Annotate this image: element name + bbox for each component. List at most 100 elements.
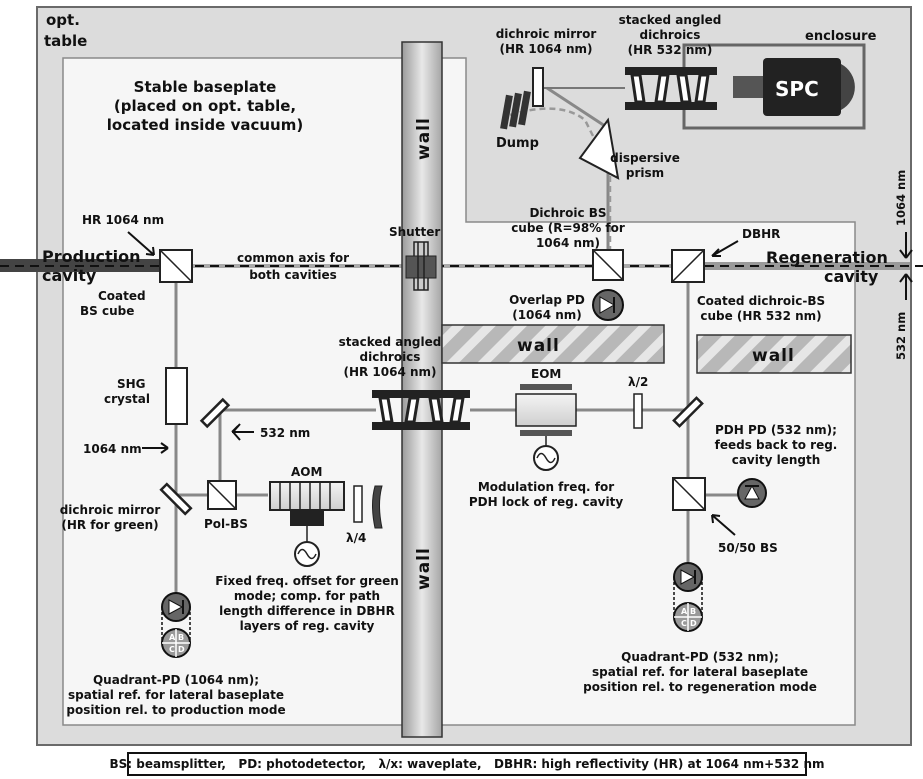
wall-label-bottom: wall [414,547,434,590]
dichroic-bs-label-1: Dichroic BS [529,206,606,220]
quad532-letter-d: D [690,619,697,628]
bs5050-arrow [711,514,736,536]
dispersive-prism [578,117,620,180]
fixed-freq-label-3: length difference in DBHR [219,604,395,618]
overlap-photodiode [592,289,624,321]
fixed-freq-label-1: Fixed freq. offset for green [215,574,399,588]
coated-bs-label-2: BS cube [80,304,134,318]
dbhr-label: DBHR [742,227,780,241]
quad1064-letter-a: A [169,633,176,642]
dichroic-mirror-green-label-1: dichroic mirror [60,503,161,517]
quad532-letter-a: A [681,607,688,616]
hr1064-arrow [127,231,155,256]
wall-label-middle: wall [517,336,560,356]
spc-dome [841,64,855,110]
stacked-mid-label-2: dichroics [360,350,421,364]
quadrant-1064-label-2: spatial ref. for lateral baseplate [68,688,284,702]
spc-label: SPC [775,77,819,101]
beam-dump [500,90,531,130]
fixed-freq-label-2: mode; comp. for path [234,589,380,603]
coated-bs-cube [159,249,193,283]
shg-crystal [165,367,188,425]
aom-rf-source [294,541,320,567]
quad1064-letter-c: C [169,645,175,654]
quadrant-532-label-3: position rel. to regeneration mode [583,680,817,694]
dbhr-arrow [711,240,739,257]
shutter [405,241,437,291]
eom-rf-source [533,445,559,471]
hr1064-label: HR 1064 nm [82,213,164,227]
overlap-pd-label-1: Overlap PD [509,293,585,307]
spc-detector [763,58,841,116]
fixed-freq-label-4: layers of reg. cavity [240,619,375,633]
mirror-532-turn [199,397,231,429]
dichroic-mirror-top-label-1: dichroic mirror [496,27,597,41]
regeneration-cavity-label-1: Regeneration [766,248,888,267]
shg-label-2: crystal [104,392,150,406]
curved-mirror-aom [372,485,383,529]
nm1064-label: 1064 nm [83,442,142,456]
stacked-dichroics-middle [372,390,470,430]
bs-5050-cube [672,477,706,511]
coated-dichroic-bs-label-2: cube (HR 532 nm) [700,309,821,323]
quad532-letter-c: C [681,619,687,628]
eom-label: EOM [531,367,561,381]
half-wave-label: λ/2 [628,375,648,389]
vertical-wall [401,41,443,738]
overlap-pd-label-2: (1064 nm) [512,308,582,322]
prism-label-1: dispersive [610,151,680,165]
modulation-label-2: PDH lock of reg. cavity [469,495,624,509]
stacked-top-label-3: (HR 532 nm) [628,43,713,57]
coated-bs-label-1: Coated [98,289,146,303]
pol-bs-label: Pol-BS [204,517,248,531]
quadrant-pd-1064 [161,592,191,658]
opt-table-label-2: table [44,32,87,50]
dump-label: Dump [496,136,539,151]
eom [515,384,577,436]
dichroic-bs-cube [592,249,624,281]
baseplate-label-3: located inside vacuum) [107,116,303,134]
arrow-1064-right [899,232,913,259]
common-axis-label-2: both cavities [249,268,337,282]
arrow-532-right [899,273,913,300]
shg-label-1: SHG [117,377,146,391]
stacked-mid-label-3: (HR 1064 nm) [343,365,436,379]
quad532-letter-b: B [690,607,696,616]
dichroic-bs-label-2: cube (R=98% for [511,221,625,235]
dichroic-mirror-top [532,67,544,107]
nm532-label: 532 nm [260,426,310,440]
aom-label: AOM [291,465,322,479]
mirror-right-turn [672,396,704,428]
wall-label-right: wall [752,346,795,366]
regeneration-cavity-label-2: cavity [824,267,879,286]
prism-label-2: prism [626,166,664,180]
enclosure-label: enclosure [805,29,877,44]
spc-connector [733,76,763,98]
regeneration-cavity-beam [700,262,910,270]
production-cavity-label-1: Production [42,247,140,266]
dbhr-cube [671,249,705,283]
shutter-label: Shutter [389,225,440,239]
stacked-top-label-2: dichroics [640,28,701,42]
pdh-pd-label-1: PDH PD (532 nm); [715,423,837,437]
common-axis-label-1: common axis for [237,251,349,265]
half-waveplate [633,393,643,429]
quadrant-532-label-1: Quadrant-PD (532 nm); [621,650,779,664]
quadrant-1064-label-3: position rel. to production mode [66,703,285,717]
quad1064-letter-d: D [178,645,185,654]
dichroic-bs-label-3: 1064 nm) [536,236,600,250]
quadrant-1064-label-1: Quadrant-PD (1064 nm); [93,673,259,687]
wall-label-top: wall [414,117,434,160]
quarter-wave-label: λ/4 [346,531,366,545]
pol-bs-cube [207,480,237,510]
opt-table-label-1: opt. [46,11,80,29]
pdh-pd-label-2: feeds back to reg. [715,438,838,452]
aom [269,481,345,526]
arrow-1064-left [142,442,169,454]
stacked-dichroics-top [625,67,717,110]
quad1064-letter-b: B [178,633,184,642]
pdh-photodiode [737,478,767,508]
dichroic-mirror-green [159,482,193,516]
bs5050-label: 50/50 BS [718,541,778,555]
